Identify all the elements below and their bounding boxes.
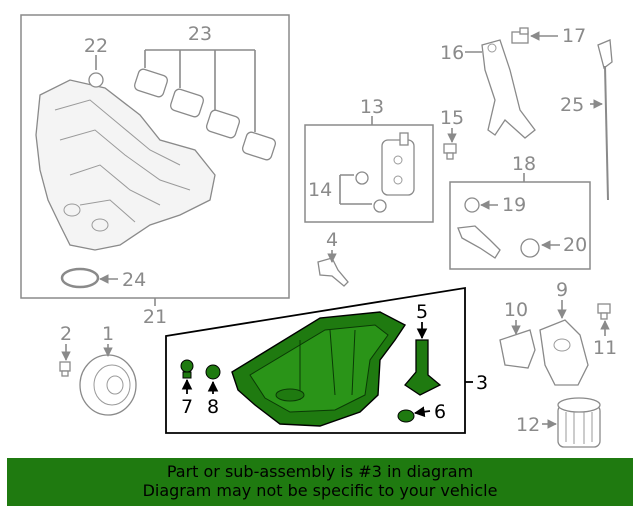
callout-17[interactable]: 17 xyxy=(562,25,586,47)
hose-group-box xyxy=(449,181,591,270)
oil-pan-group-box xyxy=(165,286,466,434)
callout-22[interactable]: 22 xyxy=(84,35,108,57)
part-15-bolt xyxy=(443,143,457,160)
part-16-bracket xyxy=(481,39,536,139)
part-4-sensor xyxy=(317,257,349,287)
part-19-clamp xyxy=(464,197,480,213)
part-17-sensor xyxy=(511,27,529,44)
part-14-seal-a xyxy=(355,171,369,185)
part-5-oil-pickup xyxy=(404,339,442,396)
banner-line-1: Part or sub-assembly is #3 in diagram xyxy=(166,462,474,481)
callout-12[interactable]: 12 xyxy=(516,414,540,436)
callout-25[interactable]: 25 xyxy=(560,94,584,116)
callout-8[interactable]: 8 xyxy=(207,396,219,418)
callout-4[interactable]: 4 xyxy=(326,229,338,251)
callout-6[interactable]: 6 xyxy=(434,401,446,423)
banner-line-2: Diagram may not be specific to your vehi… xyxy=(142,481,498,500)
part-7-plug xyxy=(180,359,194,379)
oil-cooler-group-box xyxy=(304,124,434,223)
part-25-dipstick xyxy=(597,39,613,201)
callout-1[interactable]: 1 xyxy=(102,323,114,345)
callout-16[interactable]: 16 xyxy=(440,42,464,64)
callout-11[interactable]: 11 xyxy=(593,337,617,359)
callout-21[interactable]: 21 xyxy=(143,306,167,328)
part-10-gasket xyxy=(499,329,536,369)
part-9-filter-adapter xyxy=(539,319,589,386)
callout-5[interactable]: 5 xyxy=(416,301,428,323)
part-23-gaskets xyxy=(133,68,277,161)
part-2-bolt xyxy=(59,361,71,377)
part-22-cap xyxy=(88,72,104,88)
part-11-bolt xyxy=(597,303,611,320)
part-14-seal-b xyxy=(373,199,387,213)
callout-3[interactable]: 3 xyxy=(476,372,488,394)
callout-9[interactable]: 9 xyxy=(556,279,568,301)
part-20-fitting xyxy=(520,238,540,258)
callout-14[interactable]: 14 xyxy=(308,179,332,201)
part-18-hose xyxy=(457,225,501,259)
callout-24[interactable]: 24 xyxy=(122,269,146,291)
part-8-washer xyxy=(205,364,221,380)
part-1-pulley xyxy=(79,354,137,416)
part-24-o-ring xyxy=(60,267,100,289)
leader-14 xyxy=(339,174,372,205)
part-12-oil-filter xyxy=(557,397,601,448)
intake-manifold xyxy=(35,79,216,251)
info-banner: Part or sub-assembly is #3 in diagram Di… xyxy=(7,458,633,506)
part-3-oil-pan xyxy=(231,311,407,427)
callout-2[interactable]: 2 xyxy=(60,323,72,345)
callout-10[interactable]: 10 xyxy=(504,299,528,321)
callout-19[interactable]: 19 xyxy=(502,194,526,216)
callout-15[interactable]: 15 xyxy=(440,107,464,129)
leader-6 xyxy=(413,406,431,418)
part-13-oil-cooler xyxy=(381,132,415,196)
callout-18[interactable]: 18 xyxy=(512,153,536,175)
callout-20[interactable]: 20 xyxy=(563,234,587,256)
part-6-drain-plug xyxy=(397,409,415,423)
callout-13[interactable]: 13 xyxy=(360,96,384,118)
leader-23 xyxy=(144,49,256,132)
callout-23[interactable]: 23 xyxy=(188,23,212,45)
callout-7[interactable]: 7 xyxy=(181,396,193,418)
